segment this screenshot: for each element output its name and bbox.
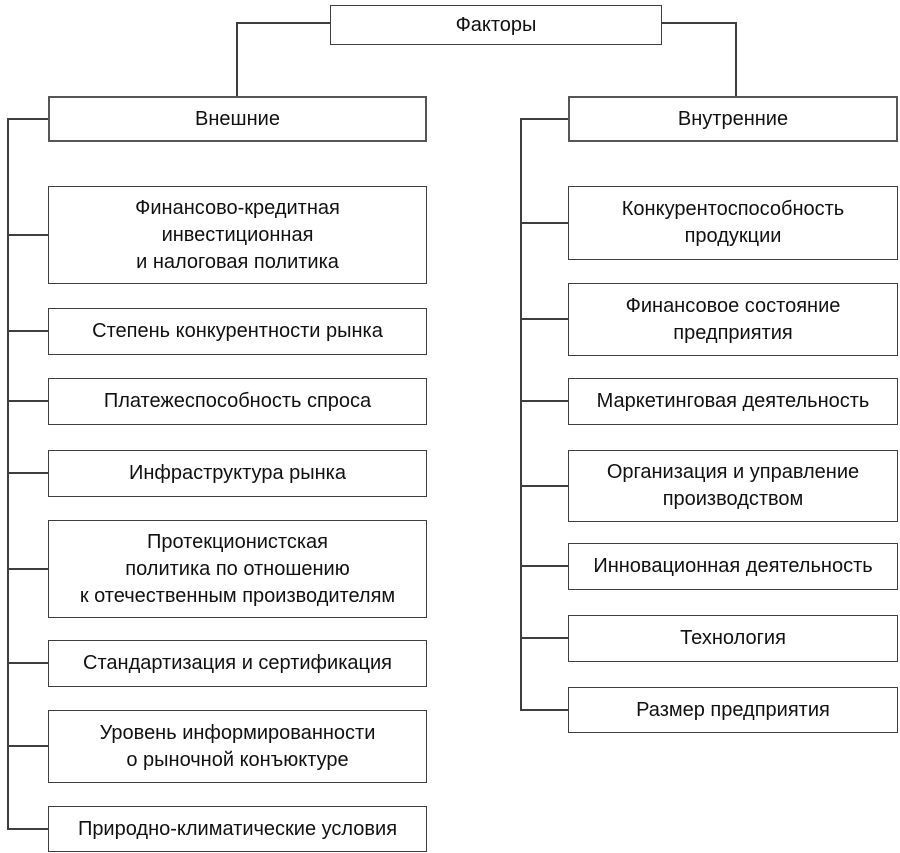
connector-internal-3 <box>520 485 568 487</box>
internal-factor-node: Конкурентоспособность продукции <box>568 186 898 260</box>
connector-internal-0 <box>520 222 568 224</box>
external-factor-node: Стандартизация и сертификация <box>48 640 427 687</box>
internal-factor-node: Финансовое состояние предприятия <box>568 283 898 356</box>
external-factor-node: Инфраструктура рынка <box>48 450 427 497</box>
external-factor-node: Финансово-кредитная инвестиционная и нал… <box>48 186 427 284</box>
connector-external-7 <box>7 828 48 830</box>
connector-internal-4 <box>520 565 568 567</box>
connector-internal-6 <box>520 709 568 711</box>
connector-external-6 <box>7 745 48 747</box>
external-factor-node: Платежеспособность спроса <box>48 378 427 425</box>
connector-title-to-internal-horizontal <box>662 22 737 24</box>
branch-header-external: Внешние <box>48 96 427 142</box>
branch-header-internal: Внутренние <box>568 96 898 142</box>
connector-external-5 <box>7 662 48 664</box>
connector-title-to-external-vertical <box>236 22 238 96</box>
connector-external-3 <box>7 472 48 474</box>
connector-spine-to-internal-header <box>520 118 568 120</box>
internal-factor-node: Маркетинговая деятельность <box>568 378 898 425</box>
external-factor-node: Степень конкурентности рынка <box>48 308 427 355</box>
connector-external-2 <box>7 400 48 402</box>
connector-external-0 <box>7 234 48 236</box>
connector-title-to-external-horizontal <box>237 22 330 24</box>
internal-factor-node: Организация и управление производством <box>568 450 898 522</box>
external-factor-node: Природно-климатические условия <box>48 806 427 852</box>
external-factor-node: Протекционистская политика по отношению … <box>48 520 427 618</box>
connector-title-to-internal-vertical <box>735 22 737 96</box>
external-factor-node: Уровень информированности о рыночной кон… <box>48 710 427 783</box>
internal-branch-spine <box>520 118 522 711</box>
connector-internal-1 <box>520 318 568 320</box>
connector-external-1 <box>7 330 48 332</box>
internal-factor-node: Инновационная деятельность <box>568 543 898 590</box>
root-node-factors: Факторы <box>330 5 662 45</box>
internal-factor-node: Размер предприятия <box>568 687 898 733</box>
connector-internal-2 <box>520 400 568 402</box>
connector-spine-to-external-header <box>7 118 48 120</box>
internal-factor-node: Технология <box>568 615 898 662</box>
connector-internal-5 <box>520 637 568 639</box>
connector-external-4 <box>7 568 48 570</box>
